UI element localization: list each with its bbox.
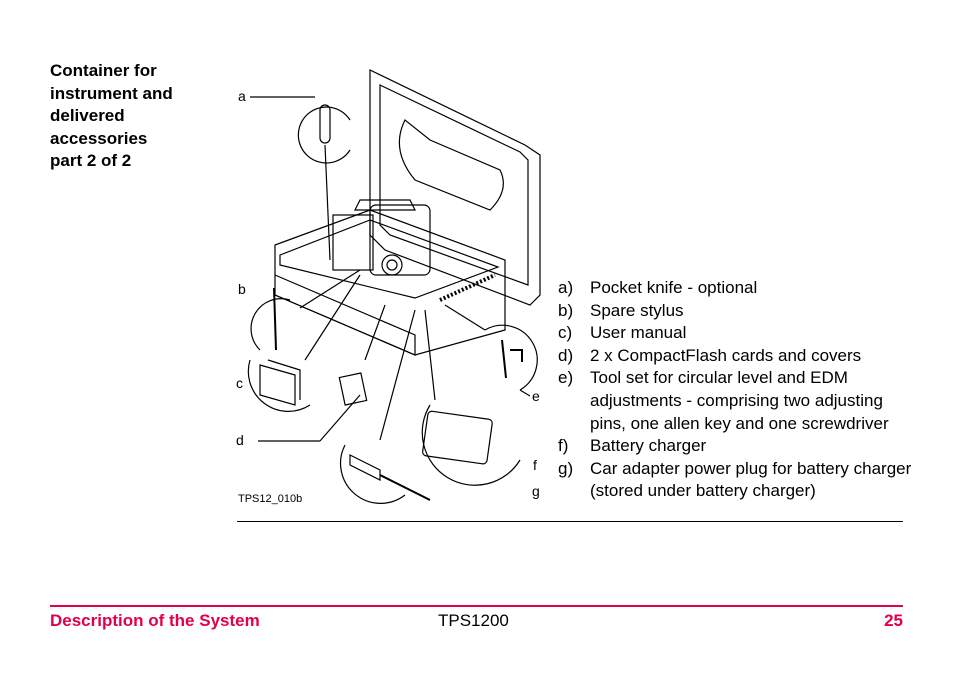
side-heading-line: delivered (50, 106, 125, 126)
footer-product-name: TPS1200 (438, 611, 509, 630)
legend-text: Car adapter power plug for battery charg… (590, 458, 912, 501)
legend-key: g) (558, 458, 574, 478)
callout-circle-g (339, 444, 406, 504)
instrument-lens-inner (386, 259, 398, 271)
car-adapter-plug (349, 454, 381, 481)
legend-key: a) (558, 278, 574, 297)
leader-line-g (379, 309, 416, 441)
legend-key: e) (558, 368, 574, 388)
callout-label-a: a (238, 88, 246, 104)
page-footer: Description of the System TPS1200 25 (50, 611, 903, 633)
side-heading: Container for instrument and delivered a… (50, 60, 220, 173)
container-drawing: a b c d e f g TPS12_010b (236, 69, 541, 505)
pocket-knife (319, 104, 331, 144)
leader-line-e (519, 389, 531, 397)
callout-circle-c (247, 359, 311, 412)
lid-inner (379, 84, 529, 286)
side-heading-line: instrument and (50, 83, 173, 103)
callout-circle-d (319, 394, 361, 442)
callout-label-e: e (532, 388, 540, 404)
legend-text: Pocket knife - optional (590, 278, 758, 297)
figure-code: TPS12_010b (238, 493, 302, 505)
instrument-handle (354, 199, 416, 211)
legend-key: b) (558, 300, 574, 320)
callout-label-g: g (532, 483, 540, 499)
legend-text: 2 x CompactFlash cards and covers (590, 345, 862, 365)
side-heading-line: part 2 of 2 (50, 151, 132, 171)
container-illustration: a b c d e f g TPS12_010b (230, 60, 550, 515)
legend-key: d) (558, 345, 574, 365)
footer-rule (50, 605, 903, 607)
legend-item: a) Pocket knife - optional (558, 277, 918, 300)
leader-line-b (299, 269, 361, 309)
allen-key (510, 349, 523, 362)
user-manual (259, 359, 301, 406)
instrument-lens (381, 254, 403, 276)
footer-page-number: 25 (884, 611, 903, 630)
case-base-rim (279, 219, 500, 299)
instrument-display (332, 214, 374, 271)
side-heading-line: Container for (50, 61, 157, 80)
legend-item: f) Battery charger (558, 435, 918, 458)
legend-key: f) (558, 436, 569, 456)
plug-cable (379, 474, 431, 501)
legend-list: a) Pocket knife - optional b) Spare styl… (558, 277, 918, 503)
legend-item: e) Tool set for circular level and EDM a… (558, 367, 918, 435)
section-divider (237, 521, 903, 522)
legend-text: Spare stylus (590, 300, 684, 320)
side-heading-line: accessories (50, 128, 148, 148)
legend-text: Tool set for circular level and EDM adju… (590, 368, 889, 433)
callout-circle-e (484, 324, 538, 391)
case-base-front (274, 274, 416, 356)
instrument-body (369, 204, 431, 276)
footer-section-title: Description of the System (50, 611, 260, 630)
legend-text: Battery charger (590, 436, 707, 456)
legend-item: b) Spare stylus (558, 300, 918, 323)
callout-label-f: f (533, 457, 537, 473)
legend-text: User manual (590, 323, 687, 343)
legend-item: g) Car adapter power plug for battery ch… (558, 458, 918, 503)
legend-item: d) 2 x CompactFlash cards and covers (558, 345, 918, 368)
spare-stylus (273, 287, 277, 351)
lid-cradle (398, 119, 504, 211)
legend-key: c) (558, 323, 573, 343)
case-lid (369, 69, 541, 306)
leader-line-a2 (324, 144, 331, 261)
leader-line-c (304, 274, 361, 361)
leader-line-f (424, 309, 436, 401)
tool-pin (501, 339, 507, 379)
callout-circle-a (297, 106, 351, 164)
callout-circle-b (250, 298, 291, 351)
leader-line-e2 (444, 304, 486, 331)
legend-item: c) User manual (558, 322, 918, 345)
battery-charger (422, 410, 493, 465)
callout-circle-f (421, 404, 521, 486)
compactflash-card (338, 372, 368, 406)
leader-line-d2 (364, 304, 386, 361)
callout-label-c: c (236, 375, 243, 391)
callout-label-b: b (238, 281, 246, 297)
callout-label-d: d (236, 432, 244, 448)
